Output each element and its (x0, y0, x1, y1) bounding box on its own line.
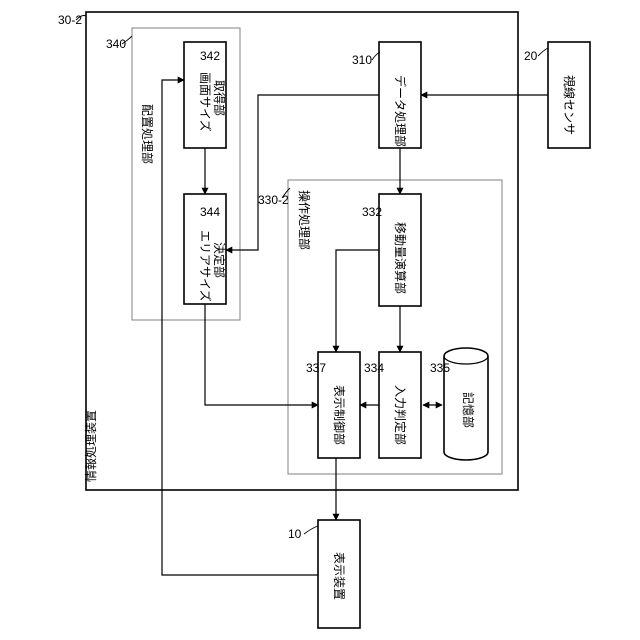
information-processing-device-label: 情報処理装置 (84, 410, 98, 482)
display-control-label: 表示制御部 (332, 385, 347, 445)
input-judgement-ref: 334 (364, 361, 384, 375)
storage-label: 記憶部 (461, 392, 476, 428)
gaze-sensor-leader (538, 48, 548, 56)
area-size-determination-line1: エリアサイズ (198, 230, 213, 302)
display-device-label: 表示装置 (332, 552, 346, 600)
data-processing-ref: 310 (352, 53, 372, 67)
gaze-sensor-ref: 20 (524, 49, 538, 63)
layout-processing-group-ref: 340 (106, 37, 126, 51)
display-control-ref: 337 (306, 361, 326, 375)
area-size-determination-line2: 決定部 (212, 242, 227, 278)
movement-calculation-ref: 332 (362, 205, 382, 219)
display-device-leader (304, 526, 318, 534)
information-processing-device-ref: 30-2 (58, 13, 82, 27)
arrow-area-size-to-display-control (205, 304, 318, 405)
area-size-determination-ref: 344 (200, 205, 220, 219)
data-processing-label: データ処理部 (393, 75, 408, 147)
screen-size-acquisition-ref: 342 (200, 49, 220, 63)
movement-calculation-label: 移動量演算部 (393, 222, 408, 294)
gaze-sensor-label: 視線センサ (562, 75, 577, 135)
screen-size-acquisition-line2: 取得部 (212, 80, 227, 116)
layout-processing-group-label: 配置処理部 (140, 104, 155, 164)
screen-size-acquisition-line1: 画面サイズ (198, 72, 213, 132)
arrow-movement-to-display-control (336, 250, 379, 352)
input-judgement-label: 入力判定部 (393, 385, 408, 445)
operation-processing-group-label: 操作処理部 (297, 190, 312, 250)
display-device-ref: 10 (288, 527, 302, 541)
storage-ref: 335 (430, 361, 450, 375)
